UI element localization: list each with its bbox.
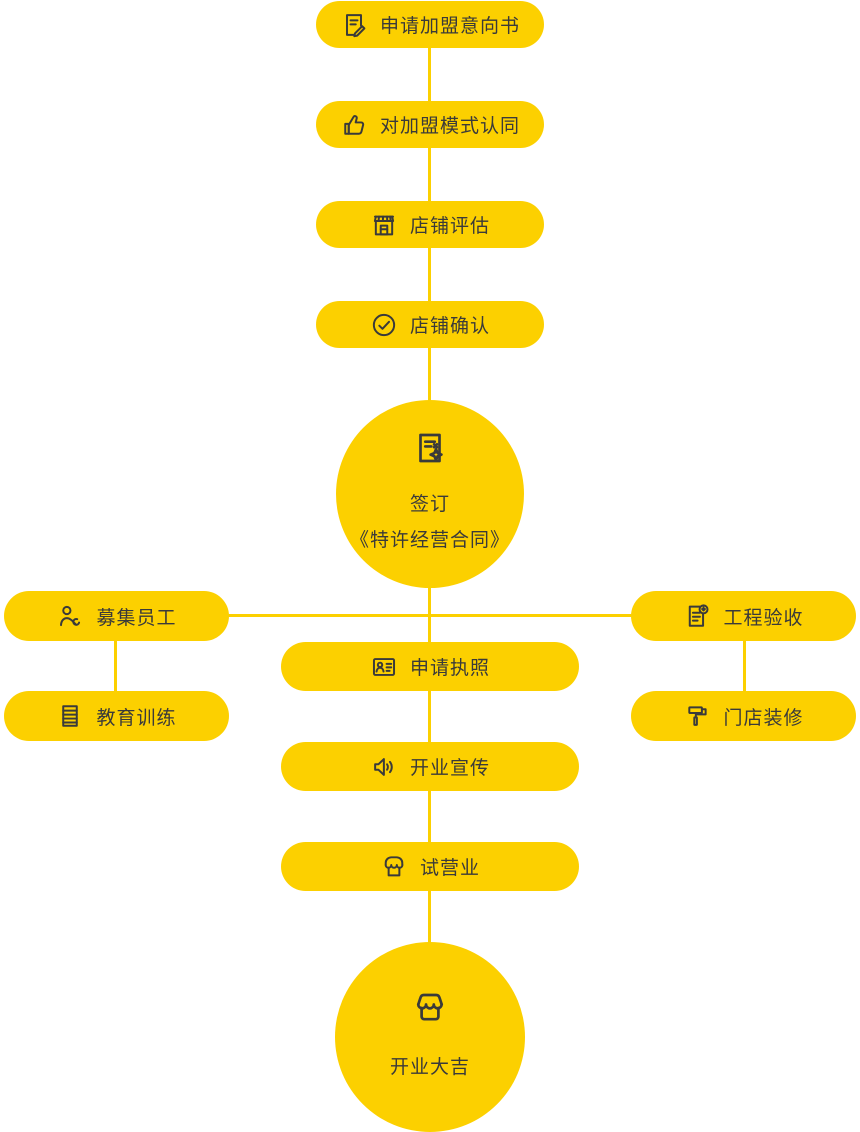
step-label: 开业宣传 [409, 758, 490, 779]
connector-vertical [114, 639, 117, 693]
notebook-icon [56, 702, 84, 730]
connector-vertical [428, 348, 431, 402]
step-label: 签订 《特许经营合同》 [349, 493, 510, 551]
step-store-confirm: 店铺确认 [316, 301, 544, 348]
step-label: 门店装修 [723, 707, 804, 729]
document-pen-icon [340, 11, 368, 39]
market-stall-icon [380, 853, 408, 881]
step-label: 工程验收 [723, 607, 804, 629]
step-label: 试营业 [419, 858, 480, 879]
step-grand-opening: 开业大吉 [335, 942, 525, 1132]
step-store-evaluate: 店铺评估 [316, 201, 544, 248]
step-label: 店铺确认 [409, 316, 490, 337]
connector-vertical [428, 890, 431, 944]
step-label: 申请执照 [409, 658, 490, 679]
connector-vertical [428, 148, 431, 202]
person-wrench-icon [56, 602, 84, 630]
step-store-decoration: 门店装修 [631, 691, 856, 741]
speaker-icon [370, 753, 398, 781]
step-label: 店铺评估 [409, 216, 490, 237]
step-training: 教育训练 [4, 691, 229, 741]
connector-vertical [428, 248, 431, 302]
paint-roller-icon [683, 702, 711, 730]
connector-vertical [743, 639, 746, 693]
storefront-open-icon [411, 988, 449, 1026]
step-label: 申请加盟意向书 [379, 16, 520, 37]
step-apply-license: 申请执照 [281, 642, 579, 691]
step-trial-operation: 试营业 [281, 842, 579, 891]
connector-vertical [428, 690, 431, 744]
storefront-awning-icon [370, 211, 398, 239]
connector-vertical [428, 790, 431, 844]
step-opening-promo: 开业宣传 [281, 742, 579, 791]
step-label: 募集员工 [96, 607, 177, 629]
step-label: 对加盟模式认同 [379, 116, 520, 137]
step-label: 开业大吉 [389, 1056, 470, 1078]
id-card-icon [370, 653, 398, 681]
check-circle-icon [370, 311, 398, 339]
step-model-agree: 对加盟模式认同 [316, 101, 544, 148]
thumbs-up-icon [340, 111, 368, 139]
step-sign-contract: 签订 《特许经营合同》 [336, 400, 524, 588]
step-apply-intent: 申请加盟意向书 [316, 1, 544, 48]
connector-horizontal [226, 614, 634, 617]
contract-star-icon [411, 429, 449, 467]
document-stamp-icon [683, 602, 711, 630]
step-label: 教育训练 [96, 707, 177, 729]
step-recruit-staff: 募集员工 [4, 591, 229, 641]
connector-vertical [428, 48, 431, 102]
step-project-acceptance: 工程验收 [631, 591, 856, 641]
